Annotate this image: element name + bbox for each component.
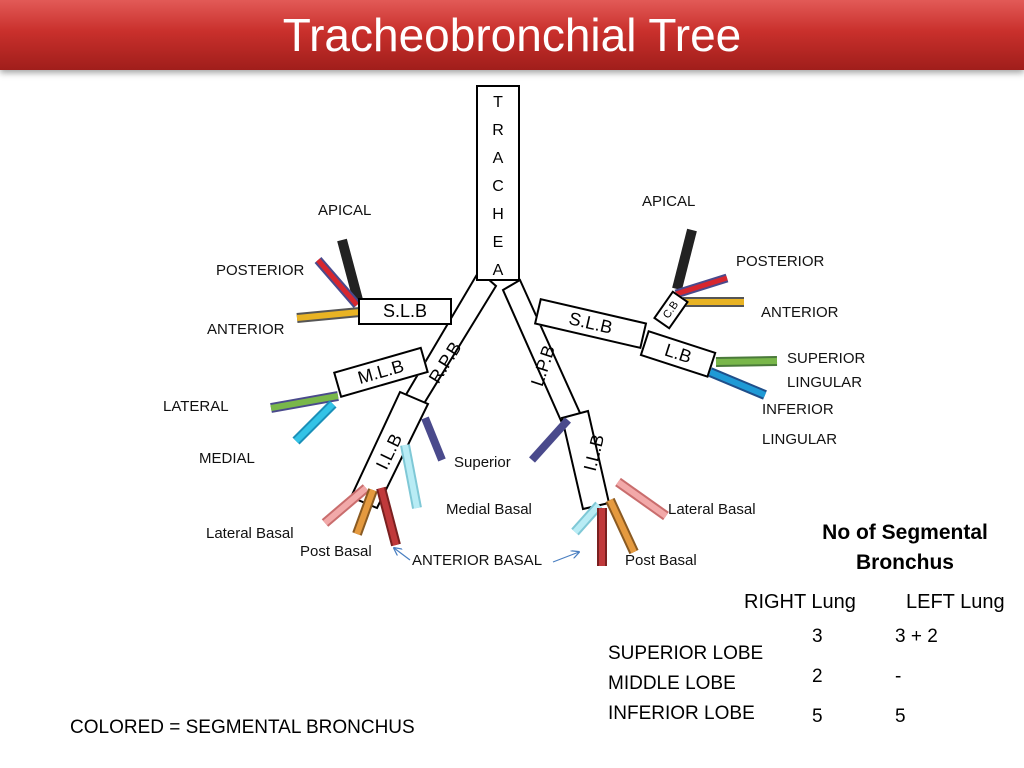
left-anterior-basal-arrow xyxy=(552,552,579,563)
left-inferior-lingular-bronchus-core xyxy=(708,369,767,398)
title-bar: Tracheobronchial Tree xyxy=(0,0,1024,70)
right-medial-basal-label: Medial Basal xyxy=(446,501,532,518)
table-row-lobe: INFERIOR LOBE xyxy=(608,703,755,724)
trachea-letter: A xyxy=(492,262,504,279)
right-superior-bronchus xyxy=(421,416,446,462)
table-cell-right: 2 xyxy=(812,666,823,687)
right-superior-label: Superior xyxy=(454,454,511,471)
right-apical-label: APICAL xyxy=(318,202,372,219)
right-apical-bronchus xyxy=(337,238,363,302)
table-row-lobe: MIDDLE LOBE xyxy=(608,673,736,694)
table-cell-right: 5 xyxy=(812,706,823,727)
left-superior-bronchus xyxy=(529,417,571,463)
table-cell-left: 3 + 2 xyxy=(895,626,938,647)
table-heading-line2: Bronchus xyxy=(855,551,954,574)
left-lateral-basal-bronchus-core xyxy=(616,479,668,519)
left-lateral-basal-label: Lateral Basal xyxy=(668,501,756,518)
table-heading-line1: No of Segmental xyxy=(822,521,988,544)
table-col-left-lung: LEFT Lung xyxy=(906,591,1005,613)
table-col-right-lung: RIGHT Lung xyxy=(744,591,856,613)
left-inferior-lingular-label-2: LINGULAR xyxy=(762,431,838,448)
left-superior-lingular-label-2: LINGULAR xyxy=(787,374,863,391)
table-cell-left: 5 xyxy=(895,706,906,727)
left-anterior-label: ANTERIOR xyxy=(761,304,839,321)
left-posterior-bronchus-core xyxy=(675,275,728,297)
trachea-letter: T xyxy=(493,94,503,111)
trachea-letter: H xyxy=(492,206,504,223)
left-medial-basal-bronchus-core xyxy=(572,503,602,534)
right-lateral-bronchus-core xyxy=(270,393,339,411)
trachea-letter: A xyxy=(492,150,504,167)
right-anterior-basal-arrow xyxy=(394,548,411,561)
trachea-letter: R xyxy=(492,122,504,139)
right-medial-label: MEDIAL xyxy=(199,450,255,467)
right-superior-lobe-bronchus-box: S.L.B xyxy=(358,298,452,325)
right-anterior-label: ANTERIOR xyxy=(207,321,285,338)
trachea-letter: E xyxy=(492,234,504,251)
right-lateral-basal-label: Lateral Basal xyxy=(206,525,294,542)
right-medial-bronchus-core xyxy=(293,401,336,444)
left-superior-lingular-label: SUPERIOR xyxy=(787,350,866,367)
right-post-basal-label: Post Basal xyxy=(300,543,372,560)
legend-text: COLORED = SEGMENTAL BRONCHUS xyxy=(70,717,415,738)
right-post-basal-bronchus-core xyxy=(354,488,376,536)
right-anterior-basal-bronchus-core xyxy=(378,487,399,546)
left-posterior-label: POSTERIOR xyxy=(736,253,825,270)
left-post-basal-label: Post Basal xyxy=(625,552,697,569)
left-post-basal-bronchus-core xyxy=(607,498,637,554)
right-lateral-label: LATERAL xyxy=(163,398,229,415)
left-inferior-lingular-label: INFERIOR xyxy=(762,401,834,418)
table-cell-left: - xyxy=(895,666,902,687)
trachea-letter: C xyxy=(492,178,504,195)
trachea: T R A C H E A xyxy=(476,85,520,281)
table-cell-right: 3 xyxy=(812,626,823,647)
right-posterior-label: POSTERIOR xyxy=(216,262,305,279)
right-anterior-bronchus-core xyxy=(296,309,361,321)
right-medial-basal-bronchus-core xyxy=(402,444,420,509)
right-posterior-bronchus-core xyxy=(316,258,359,307)
left-apical-bronchus xyxy=(672,228,697,291)
table-row-lobe: SUPERIOR LOBE xyxy=(608,643,764,664)
left-apical-label: APICAL xyxy=(642,193,696,210)
slide-title: Tracheobronchial Tree xyxy=(282,9,742,61)
right-lateral-basal-bronchus-core xyxy=(323,485,368,526)
right-anterior-basal-label: ANTERIOR BASAL xyxy=(412,552,543,569)
right-intermediate-bronchus xyxy=(349,390,430,510)
left-superior-lingular-bronchus-core xyxy=(715,358,778,365)
